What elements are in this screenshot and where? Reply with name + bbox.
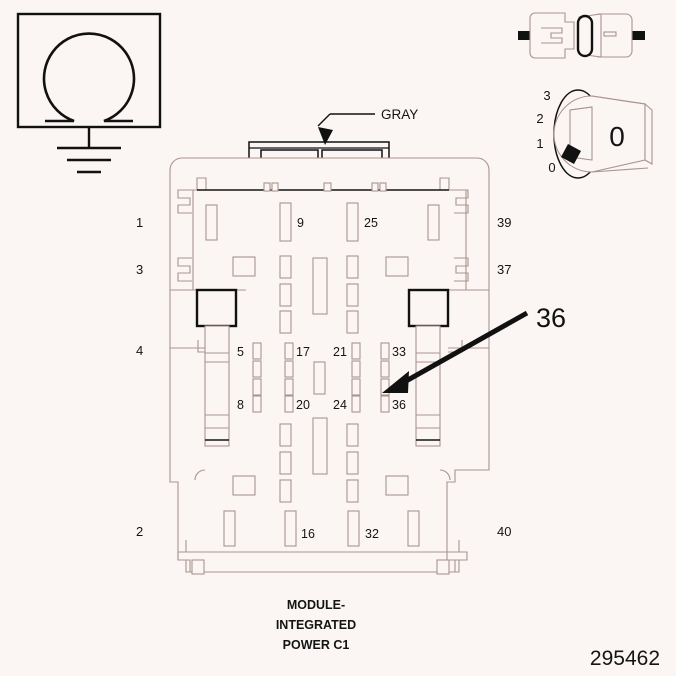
connector-disconnect-symbol [518, 12, 645, 59]
pin-label-36: 36 [392, 398, 406, 412]
connector-body [169, 141, 490, 575]
caption-line-1: MODULE- [287, 598, 345, 612]
connector-caption: MODULE- INTEGRATED POWER C1 [276, 598, 356, 652]
ignition-key-switch-symbol: 0 3 2 1 0 [536, 88, 653, 179]
gray-arrowhead [318, 127, 333, 145]
key-position-3: 3 [543, 88, 550, 103]
edge-label-2: 2 [136, 524, 143, 539]
pin-label-9: 9 [297, 216, 304, 230]
pin-label-8: 8 [237, 398, 244, 412]
edge-label-1: 1 [136, 215, 143, 230]
pin-36-callout: 36 [382, 303, 566, 393]
caption-line-2: INTEGRATED [276, 618, 356, 632]
pin-label-5: 5 [237, 345, 244, 359]
key-position-0: 0 [548, 160, 555, 175]
figure-number: 295462 [590, 647, 660, 670]
callout-arrowhead [382, 371, 409, 393]
pin-label-21: 21 [333, 345, 347, 359]
ohmmeter-ground-symbol [16, 12, 162, 174]
gray-label: GRAY [381, 107, 418, 122]
edge-labels-right: 39 37 40 [497, 215, 511, 539]
edge-label-4: 4 [136, 343, 143, 358]
pin-labels-mid-upper: 5 17 21 33 [237, 345, 406, 359]
pin-labels-top-row: 9 25 [297, 216, 378, 230]
left-guide-bar [195, 288, 238, 447]
edge-label-40: 40 [497, 524, 511, 539]
edge-label-3: 3 [136, 262, 143, 277]
pin-label-32: 32 [365, 527, 379, 541]
pin-label-17: 17 [296, 345, 310, 359]
gray-callout: GRAY [317, 107, 418, 145]
caption-line-3: POWER C1 [283, 638, 350, 652]
edge-label-37: 37 [497, 262, 511, 277]
pin-label-20: 20 [296, 398, 310, 412]
cavity-row-lower [232, 417, 409, 503]
pin-labels-mid-lower: 8 20 24 36 [237, 398, 406, 412]
key-position-2: 2 [536, 111, 543, 126]
pin-labels-bottom-row: 16 32 [301, 527, 379, 541]
cavity-row-bottom [223, 510, 420, 547]
cavity-row-top [205, 202, 440, 334]
pin-label-24: 24 [333, 398, 347, 412]
edge-labels-left: 1 3 4 2 [136, 215, 143, 539]
edge-label-39: 39 [497, 215, 511, 230]
key-position-marker [561, 144, 581, 164]
pin-label-16: 16 [301, 527, 315, 541]
right-guide-bar [407, 288, 450, 447]
pin-label-25: 25 [364, 216, 378, 230]
key-position-1: 1 [536, 136, 543, 151]
key-center-label: 0 [609, 121, 625, 152]
callout-number-label: 36 [536, 303, 566, 333]
pin-label-33: 33 [392, 345, 406, 359]
cavity-grid-center [252, 342, 390, 413]
